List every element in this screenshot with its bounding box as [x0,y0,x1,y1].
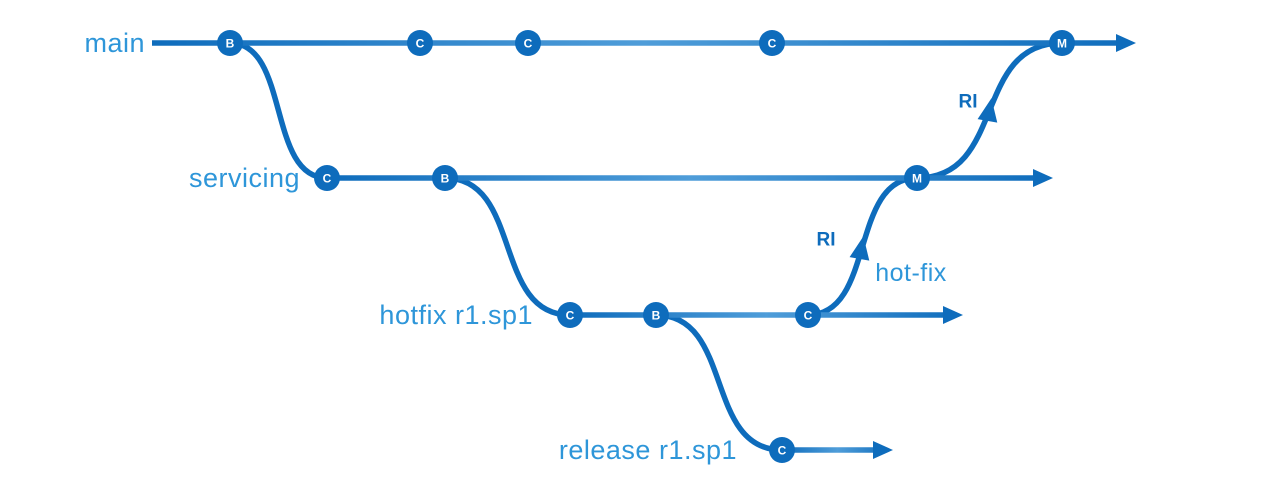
ri-label-hotfix-ri-to-servicing: RI [817,230,836,251]
commit-node-c-main [759,30,785,56]
branch-curve-main-to-servicing [229,40,328,181]
branch-label-servicing: servicing [189,163,300,193]
commit-node-b-hotfix-r1sp1 [643,302,669,328]
commit-node-c-hotfix-r1sp1 [557,302,583,328]
commit-node-letter-m: M [1057,37,1067,51]
commit-node-letter-b: B [652,309,661,323]
commit-node-letter-c: C [804,309,813,323]
commit-node-m-main [1049,30,1075,56]
commit-node-b-main [217,30,243,56]
commit-node-letter-c: C [778,444,787,458]
ri-arrowhead-servicing-ri-to-main [977,98,998,123]
annotation-hot-fix-note: hot-fix [875,259,947,287]
branch-curve-hotfix-to-release [655,312,783,453]
commit-node-letter-b: B [226,37,235,51]
commit-node-letter-c: C [416,37,425,51]
branch-arrowhead-hotfix-r1sp1 [943,306,963,324]
ri-label-servicing-ri-to-main: RI [959,92,978,113]
commit-node-c-release-r1sp1 [769,437,795,463]
commit-node-letter-c: C [323,172,332,186]
branch-label-main: main [84,28,145,58]
commit-node-c-main [515,30,541,56]
commit-node-b-servicing [432,165,458,191]
branch-label-release-r1sp1: release r1.sp1 [559,435,737,465]
branch-arrowhead-release-r1sp1 [873,441,893,459]
ri-arrowhead-hotfix-ri-to-servicing [849,236,870,261]
branch-arrowhead-servicing [1033,169,1053,187]
commit-node-letter-b: B [441,172,450,186]
commit-node-letter-c: C [768,37,777,51]
branch-curve-servicing-to-hotfix [444,175,571,318]
branch-label-hotfix-r1sp1: hotfix r1.sp1 [379,300,533,330]
commit-node-letter-m: M [912,172,922,186]
commit-node-m-servicing [904,165,930,191]
branch-arrowhead-main [1116,34,1136,52]
commit-node-c-hotfix-r1sp1 [795,302,821,328]
commit-node-letter-c: C [524,37,533,51]
commit-node-c-main [407,30,433,56]
commit-node-c-servicing [314,165,340,191]
commit-node-letter-c: C [566,309,575,323]
